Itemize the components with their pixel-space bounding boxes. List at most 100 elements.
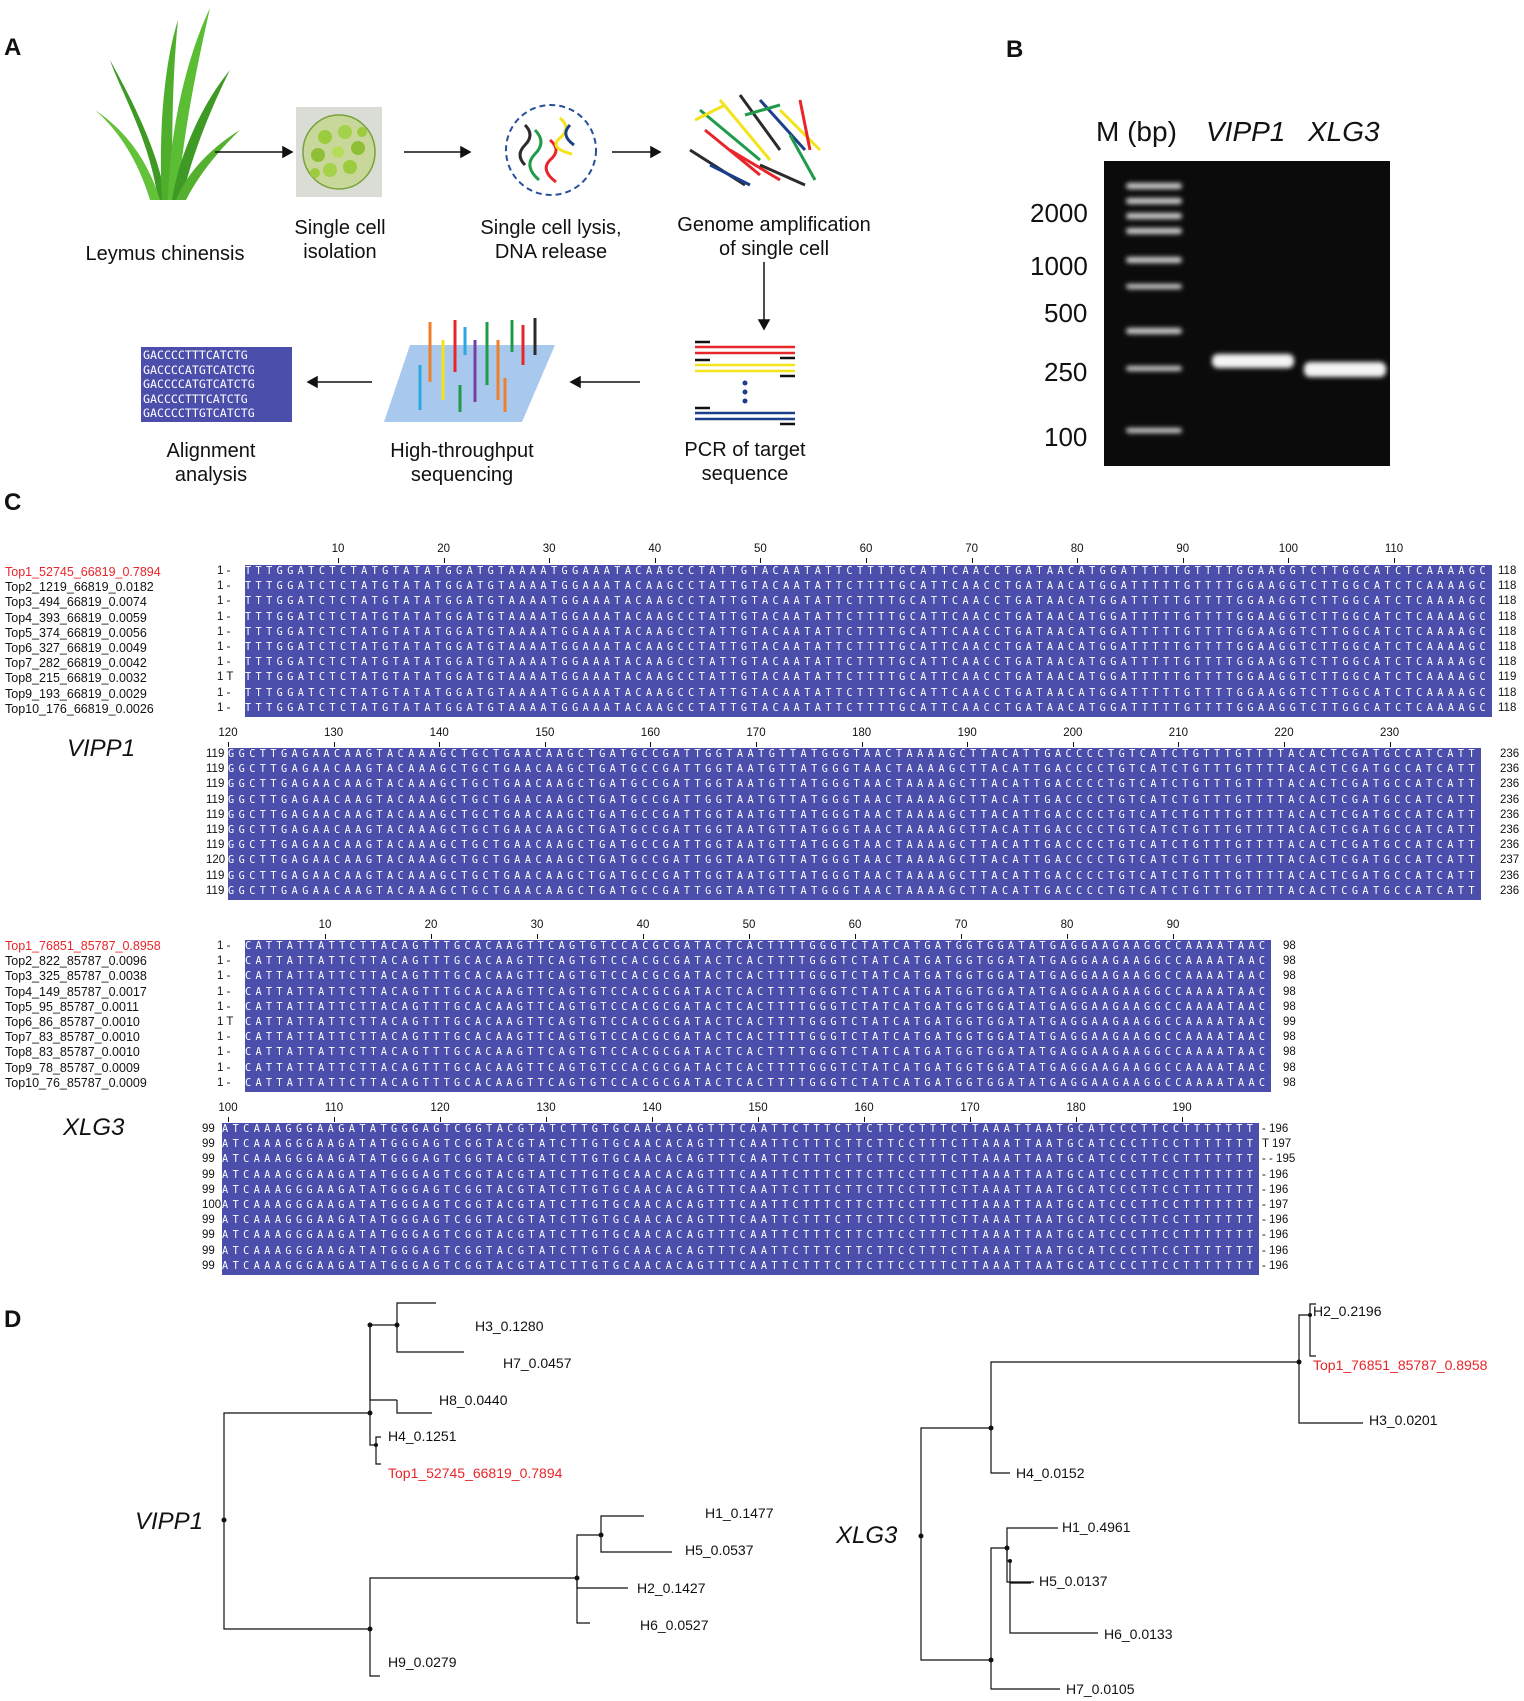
alignment-tick-label: 70 bbox=[954, 919, 968, 931]
tree-leaf: H5_0.0137 bbox=[1039, 1573, 1108, 1589]
tree-leaf: H5_0.0537 bbox=[685, 1542, 754, 1558]
row-end-number: - 196 bbox=[1262, 1244, 1289, 1257]
caption-line: analysis bbox=[174, 464, 248, 486]
row-end-number: 236 bbox=[1500, 808, 1520, 821]
sequence-label: Top7_282_66819_0.0042 bbox=[5, 656, 147, 671]
sequence-label: Top4_393_66819_0.0059 bbox=[5, 610, 147, 625]
tree-leaf: H6_0.0133 bbox=[1104, 1626, 1173, 1642]
caption-line: isolation bbox=[303, 241, 377, 263]
row-end-number: 118 bbox=[1498, 686, 1517, 699]
alignment-tick-label: 130 bbox=[324, 727, 344, 739]
row-start-number: 1 - bbox=[217, 1076, 231, 1089]
row-end-number: 236 bbox=[1500, 884, 1520, 897]
caption-line: Single cell lysis, bbox=[480, 217, 622, 239]
row-start-number: 1 - bbox=[217, 955, 231, 968]
row-start-number: 99 bbox=[202, 1229, 215, 1242]
vipp1-tree bbox=[223, 1302, 672, 1677]
row-start-number: 99 bbox=[202, 1183, 215, 1196]
row-start-number: 1 - bbox=[217, 565, 231, 577]
row-end-number: 98 bbox=[1283, 1076, 1296, 1089]
alignment-tick-label: 140 bbox=[642, 1102, 662, 1114]
mini-alignment-bg bbox=[141, 347, 292, 422]
alignment-row: GGCTTGAGAACAAGTACAAAGCTGCTGAACAAGCTGATGC… bbox=[228, 840, 1480, 852]
panel-letter-b: B bbox=[1006, 36, 1024, 63]
row-end-number: 118 bbox=[1498, 701, 1517, 714]
tree-leaf: H3_0.1280 bbox=[475, 1318, 544, 1334]
alignment-row: ATCAAAGGGAAGATATGGGAGTCGGTACGTATCTTGTGCA… bbox=[222, 1200, 1258, 1211]
alignment-tick bbox=[654, 558, 656, 563]
alignment-tick bbox=[967, 742, 969, 747]
alignment-tick bbox=[1182, 558, 1184, 563]
grass-illustration bbox=[95, 8, 240, 200]
alignment-tick-label: 110 bbox=[1384, 543, 1404, 555]
row-end-number: 237 bbox=[1500, 854, 1520, 867]
alignment-tick-label: 180 bbox=[1066, 1102, 1086, 1114]
xlg3-tree bbox=[920, 1303, 1363, 1690]
alignment-tick bbox=[864, 1117, 865, 1122]
alignment-row: GGCTTGAGAACAAGTACAAAGCTGCTGAACAAGCTGATGC… bbox=[228, 809, 1480, 821]
tree-leaf: H4_0.0152 bbox=[1016, 1465, 1085, 1481]
tree-nodes bbox=[221, 1313, 1312, 1663]
row-end-number: 118 bbox=[1498, 641, 1517, 653]
alignment-tick-label: 20 bbox=[424, 919, 438, 931]
row-end-number: 236 bbox=[1500, 824, 1520, 836]
band-vipp1 bbox=[1212, 354, 1294, 368]
row-start-number: 99 bbox=[202, 1214, 215, 1227]
alignment-row: TTTGGATCTCTATGTATATGGATGTAAAATGGAAATACAA… bbox=[245, 611, 1491, 623]
row-start-number: 119 bbox=[206, 824, 225, 836]
alignment-tick bbox=[338, 558, 339, 563]
tree-leaf-top1: Top1_52745_66819_0.7894 bbox=[388, 1465, 563, 1481]
row-end-number: 118 bbox=[1498, 565, 1517, 577]
row-end-number: 99 bbox=[1283, 1016, 1296, 1028]
alignment-tick bbox=[1288, 558, 1290, 563]
row-end-number: - - 195 bbox=[1262, 1153, 1296, 1166]
alignment-row: TTTGGATCTCTATGTATATGGATGTAAAATGGAAATACAA… bbox=[245, 581, 1491, 593]
caption-plant: Leymus chinensis bbox=[85, 243, 245, 265]
alignment-tick-label: 230 bbox=[1380, 727, 1400, 739]
row-start-number: 119 bbox=[206, 808, 225, 821]
gel-header-xlg3: XLG3 bbox=[1308, 116, 1380, 147]
marker-size-2000: 2000 bbox=[1030, 198, 1088, 228]
tree-leaf: H4_0.1251 bbox=[388, 1428, 457, 1444]
alignment-tick-label: 100 bbox=[218, 1102, 238, 1114]
alignment-row: CATTATTATTCTTACAGTTTGCACAAGTTCAGTGTCCACG… bbox=[245, 971, 1270, 983]
alignment-tick-label: 100 bbox=[1278, 543, 1298, 555]
alignment-tick bbox=[756, 742, 757, 747]
mini-alignment: GACCCCTTTCATCTG GACCCCATGTCATCTG GACCCCA… bbox=[143, 348, 291, 421]
alignment-tick-label: 80 bbox=[1060, 919, 1074, 931]
alignment-tick-label: 130 bbox=[536, 1102, 556, 1114]
alignment-tick bbox=[971, 558, 973, 563]
alignment-row: TTTGGATCTCTATGTATATGGATGTAAAATGGAAATACAA… bbox=[245, 626, 1491, 638]
caption-alignment: Alignment analysis bbox=[131, 439, 291, 487]
alignment-tick-label: 20 bbox=[437, 543, 450, 555]
row-start-number: 119 bbox=[206, 778, 225, 791]
row-end-number: - 196 bbox=[1262, 1259, 1289, 1272]
caption-pcr: PCR of target sequence bbox=[665, 438, 825, 486]
alignment-row: ATCAAAGGGAAGATATGGGAGTCGGTACGTATCTTGTGCA… bbox=[222, 1245, 1258, 1257]
alignment-row: CATTATTATTCTTACAGTTTGCACAAGTTCAGTGTCCACG… bbox=[245, 941, 1270, 952]
row-start-number: 99 bbox=[202, 1259, 215, 1272]
tree-leaf: H7_0.0105 bbox=[1066, 1681, 1135, 1697]
alignment-row: CATTATTATTCTTACAGTTTGCACAAGTTCAGTGTCCACG… bbox=[245, 986, 1270, 998]
sequence-label: Top10_76_85787_0.0009 bbox=[5, 1075, 147, 1090]
sequence-label: Top5_374_66819_0.0056 bbox=[5, 625, 147, 640]
gel-header-vipp1: VIPP1 bbox=[1206, 116, 1286, 147]
alignment-tick-label: 120 bbox=[430, 1102, 450, 1114]
alignment-tick bbox=[652, 1117, 653, 1122]
gel-header-marker: M (bp) bbox=[1096, 116, 1177, 147]
alignment-tick bbox=[440, 1117, 441, 1122]
alignment-row: TTTGGATCTCTATGTATATGGATGTAAAATGGAAATACAA… bbox=[245, 657, 1491, 669]
row-start-number: 1 - bbox=[217, 656, 231, 669]
row-start-number: 1 - bbox=[217, 985, 231, 998]
sequence-label: Top6_86_85787_0.0010 bbox=[5, 1015, 140, 1029]
alignment-tick bbox=[758, 1117, 759, 1122]
alignment-row: GGCTTGAGAACAAGTACAAAGCTGCTGAACAAGCTGATGC… bbox=[228, 855, 1480, 867]
caption-line: PCR of target bbox=[684, 439, 806, 461]
row-end-number: 98 bbox=[1283, 1000, 1296, 1013]
dna-release-illustration bbox=[505, 104, 597, 196]
tree-leaf: H1_0.4961 bbox=[1062, 1519, 1131, 1535]
panel-letter-c: C bbox=[4, 489, 22, 516]
mini-alignment-row: GACCCCTTTCATCTG bbox=[143, 348, 248, 362]
alignment-tick-label: 80 bbox=[1070, 543, 1084, 555]
caption-line: sequencing bbox=[410, 464, 514, 486]
